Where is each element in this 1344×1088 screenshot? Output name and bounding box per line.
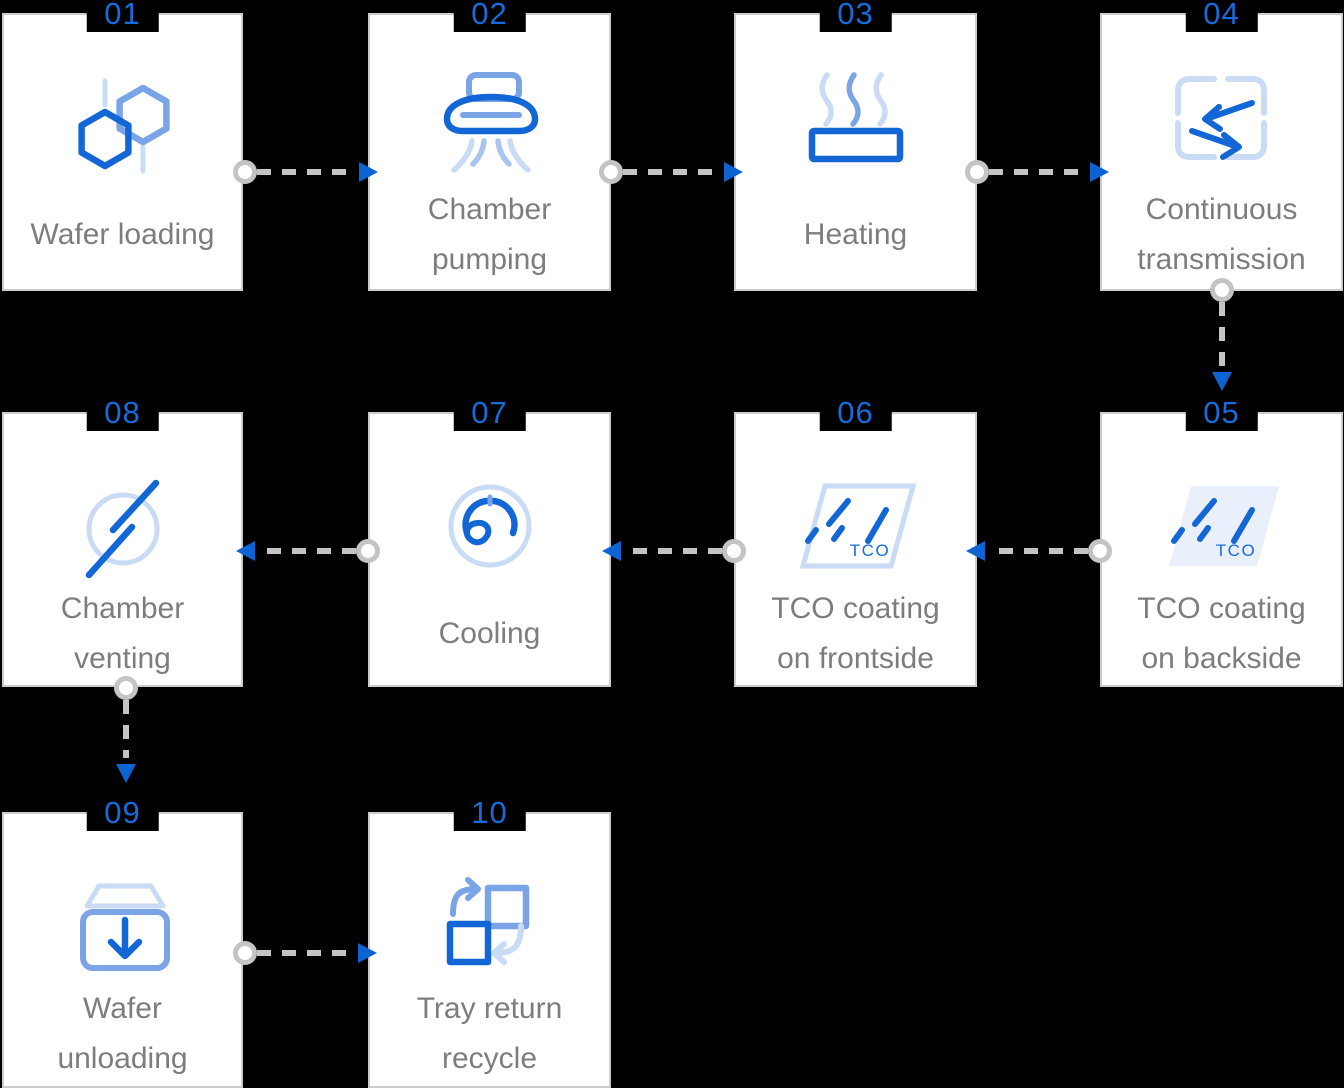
wafer-loading-icon <box>4 57 241 197</box>
connector-03-04 <box>965 160 1109 184</box>
connector-06-07 <box>602 539 746 563</box>
cooling-gauge-icon <box>370 456 609 596</box>
step-label: Wafer loading <box>30 218 215 251</box>
step-number: 03 <box>819 0 892 32</box>
connector-09-10 <box>233 941 377 965</box>
step-number: 08 <box>86 395 159 431</box>
step-number: 07 <box>453 395 526 431</box>
step-number: 02 <box>453 0 526 32</box>
step-number: 10 <box>453 795 526 831</box>
chamber-pumping-icon <box>370 57 609 197</box>
step-number: 09 <box>86 795 159 831</box>
connector-02-03 <box>599 160 743 184</box>
tray-return-recycle-icon <box>370 856 609 996</box>
step-number: 04 <box>1185 0 1258 32</box>
heating-icon <box>736 57 975 197</box>
tco-coating-frontside-icon: TCO <box>736 456 975 596</box>
continuous-transmission-icon <box>1102 57 1341 197</box>
step-label: Cooling <box>438 617 541 650</box>
tco-coating-backside-icon: TCO <box>1102 456 1341 596</box>
step-card-heating: 03 Heating <box>734 0 977 291</box>
step-label: Heating <box>803 218 908 251</box>
connector-07-08 <box>236 539 380 563</box>
svg-text:TCO: TCO <box>849 541 889 560</box>
step-number: 05 <box>1185 395 1258 431</box>
step-card-cooling: 07 Cooling <box>368 395 611 687</box>
wafer-unloading-icon <box>4 856 241 996</box>
connector-01-02 <box>233 160 378 184</box>
svg-text:TCO: TCO <box>1215 541 1255 560</box>
connector-05-06 <box>966 539 1112 563</box>
step-number: 06 <box>819 395 892 431</box>
step-card-wafer-loading: 01 Wafer loading <box>2 0 243 291</box>
connector-08-09 <box>114 676 138 783</box>
step-number: 01 <box>86 0 159 32</box>
connector-04-05 <box>1210 278 1234 391</box>
chamber-venting-icon <box>4 456 241 596</box>
